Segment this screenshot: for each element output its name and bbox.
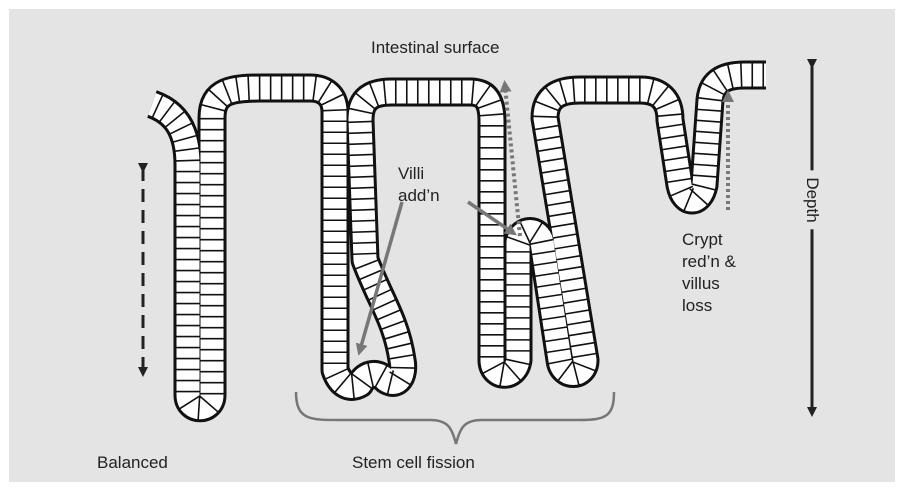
- intestinal-surface-label: Intestinal surface: [371, 37, 500, 59]
- cell-divider: [348, 121, 372, 122]
- cell-divider: [351, 198, 375, 199]
- cell-divider: [176, 160, 200, 161]
- cell-divider: [350, 176, 374, 177]
- cell-divider: [352, 220, 376, 221]
- cell-divider: [323, 110, 347, 111]
- cell-divider: [533, 116, 557, 117]
- surface-dotted-arrow: [505, 86, 520, 236]
- villi-addition-label: Villi add’n: [398, 163, 440, 207]
- cell-divider: [348, 132, 372, 133]
- cell-divider: [353, 253, 377, 254]
- crypt-reduction-label: Crypt red’n & villus loss: [682, 229, 736, 317]
- cell-divider: [350, 187, 374, 188]
- depth-label: Depth: [801, 170, 823, 229]
- cell-divider: [349, 143, 373, 144]
- cell-divider: [350, 165, 374, 166]
- cell-divider: [351, 209, 375, 210]
- stem-cell-fission-label: Stem cell fission: [352, 452, 475, 474]
- cell-divider: [349, 154, 373, 155]
- cell-divider: [352, 231, 376, 232]
- cell-divider: [352, 242, 376, 243]
- cell-divider: [248, 76, 249, 100]
- balanced-label: Balanced: [97, 452, 168, 474]
- cell-divider: [741, 63, 742, 87]
- cell-divider: [391, 367, 415, 368]
